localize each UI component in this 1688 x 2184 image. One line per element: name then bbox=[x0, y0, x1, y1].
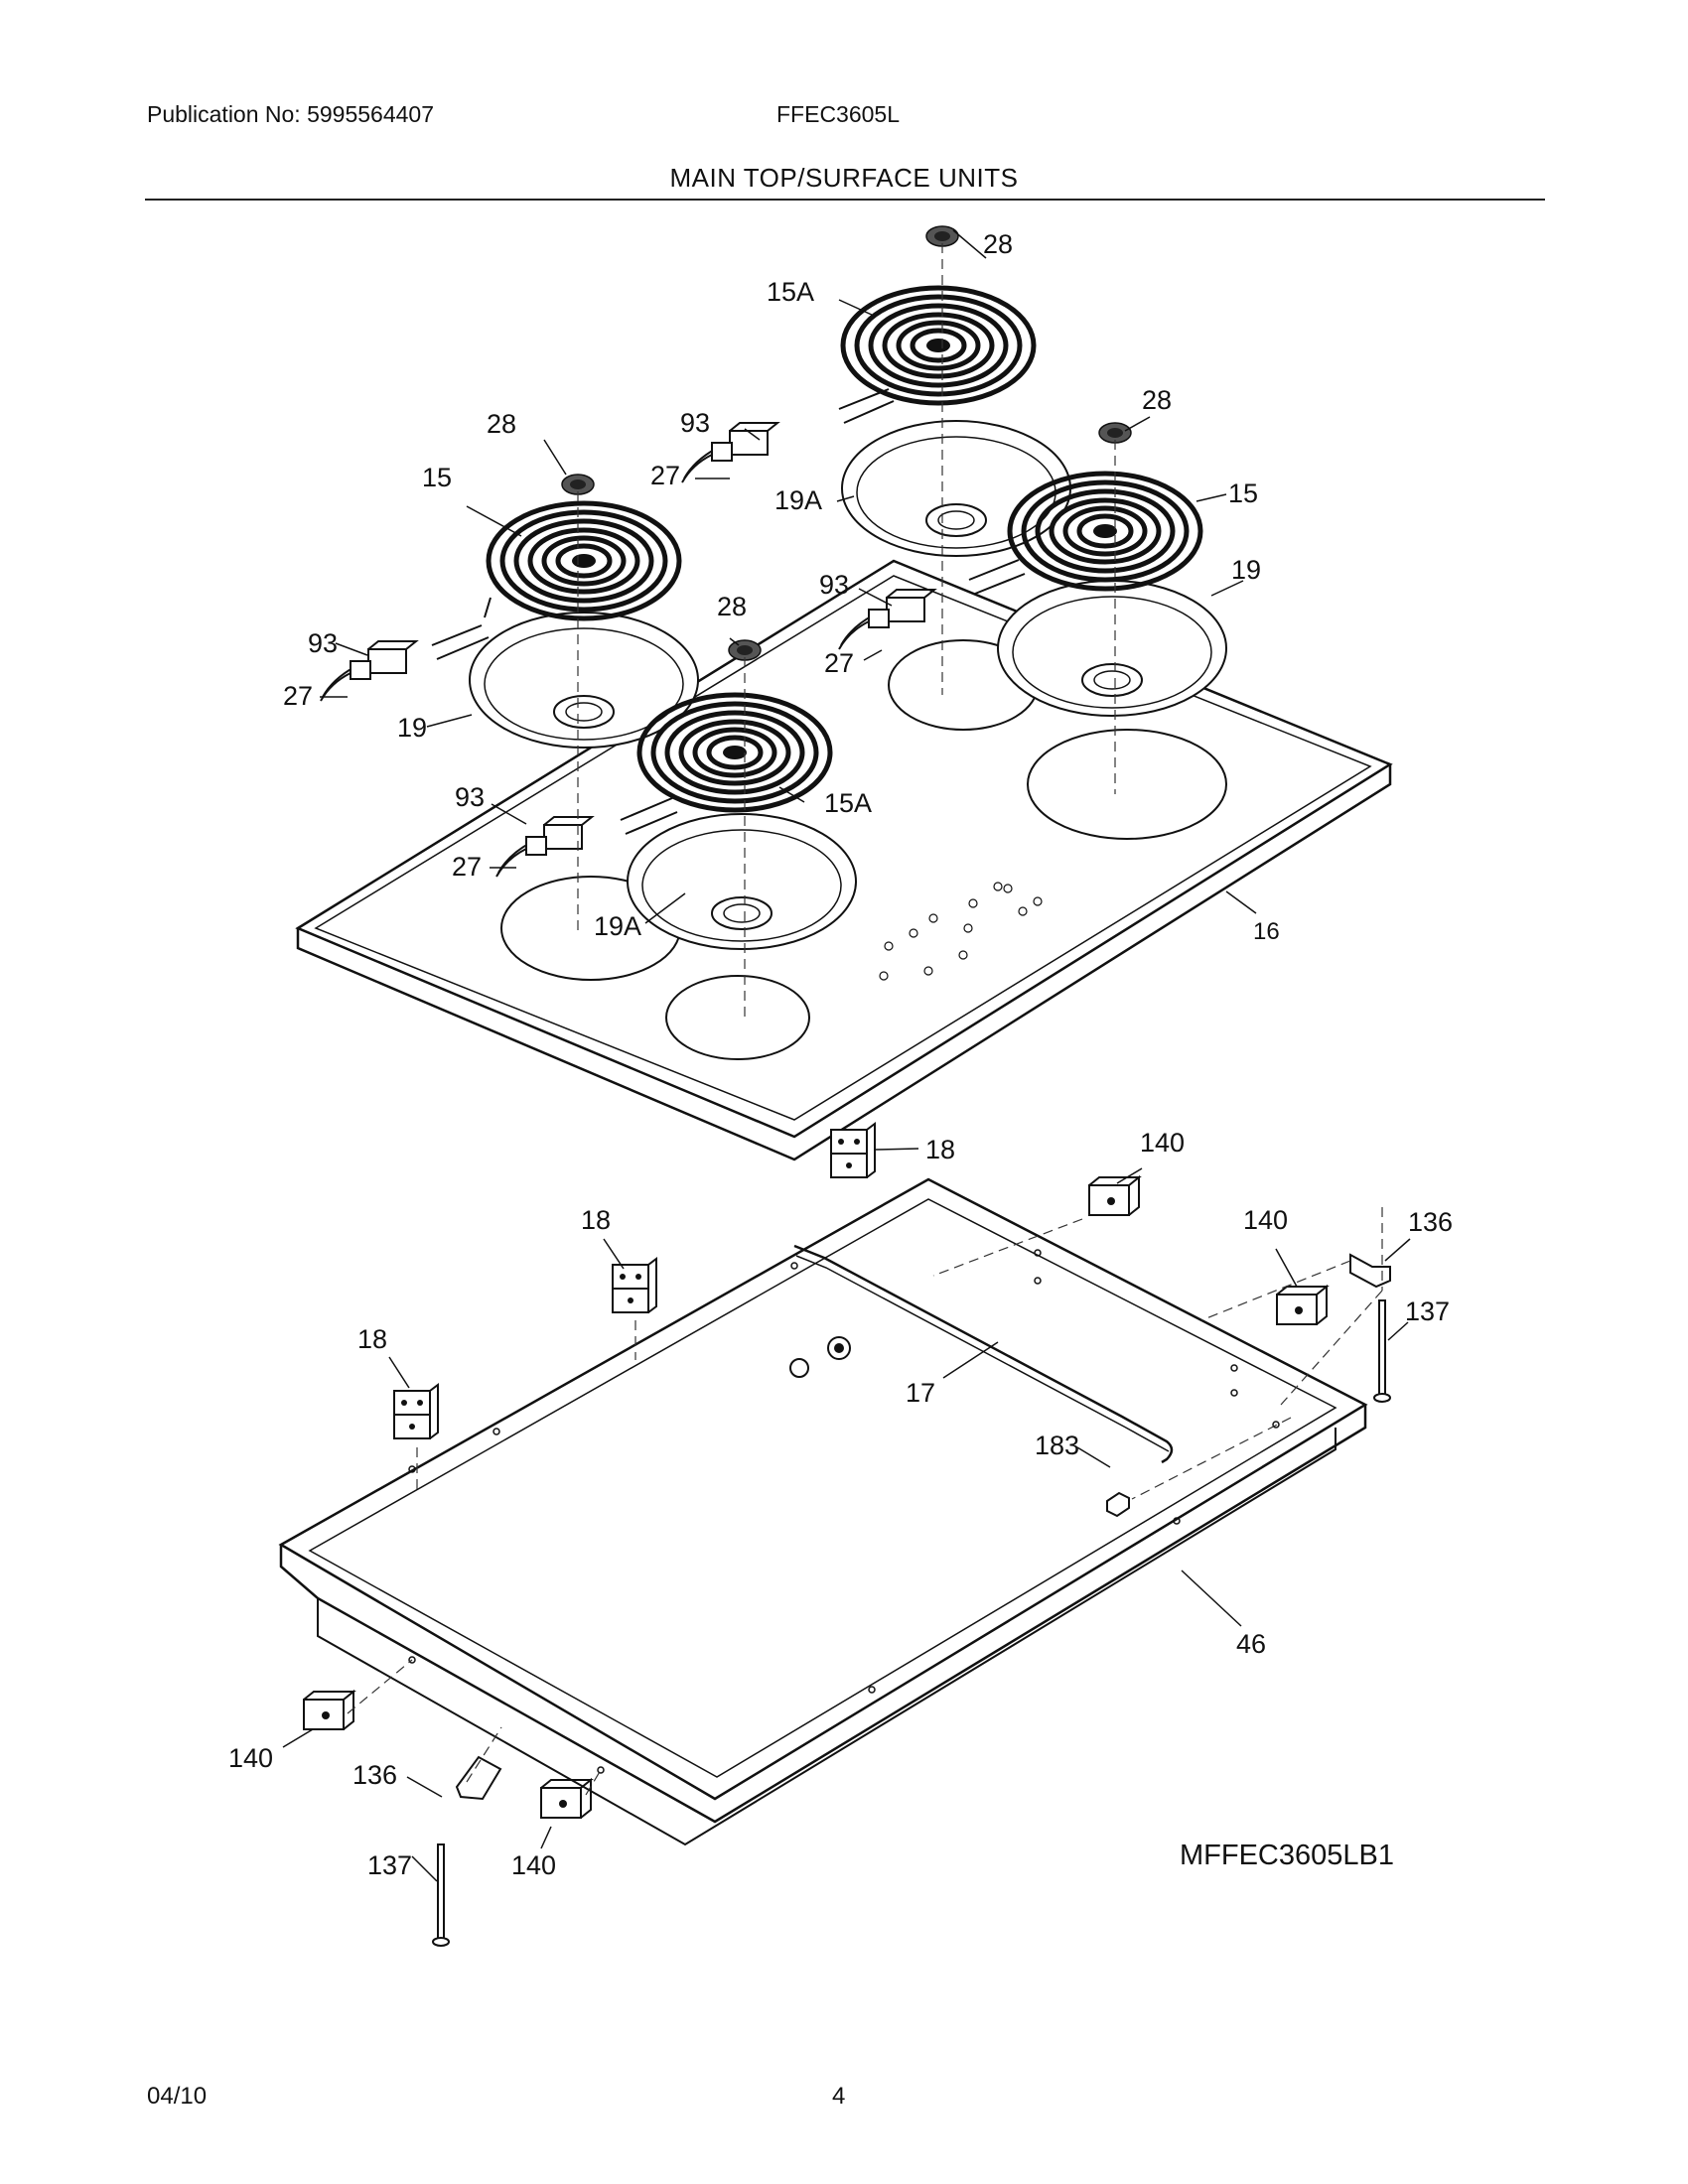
callout-19A: 19A bbox=[774, 485, 822, 515]
surface-unit-assemblies bbox=[320, 225, 1227, 1023]
callout-46: 46 bbox=[1236, 1629, 1266, 1659]
callout-15: 15 bbox=[422, 463, 452, 492]
footer-date: 04/10 bbox=[147, 2083, 208, 2110]
callout-19A: 19A bbox=[594, 911, 641, 941]
callout-27: 27 bbox=[283, 681, 313, 711]
callout-28: 28 bbox=[1142, 385, 1172, 415]
callout-27: 27 bbox=[824, 648, 854, 678]
callout-28: 28 bbox=[717, 592, 747, 621]
lower-frame-assembly bbox=[278, 1123, 1391, 1947]
callout-19: 19 bbox=[397, 713, 427, 743]
callout-140: 140 bbox=[228, 1743, 273, 1773]
callout-137: 137 bbox=[367, 1850, 412, 1880]
callout-28: 28 bbox=[983, 229, 1013, 259]
diagram-image-code: MFFEC3605LB1 bbox=[1180, 1840, 1394, 1871]
callout-183: 183 bbox=[1035, 1431, 1079, 1460]
leader-lines bbox=[282, 229, 1411, 1882]
callout-137: 137 bbox=[1405, 1297, 1450, 1326]
callout-15: 15 bbox=[1228, 478, 1258, 508]
callout-140: 140 bbox=[1140, 1128, 1185, 1158]
callout-18: 18 bbox=[925, 1135, 955, 1164]
callout-93: 93 bbox=[680, 408, 710, 438]
publication-number: Publication No: 5995564407 bbox=[147, 101, 435, 127]
header-rule bbox=[145, 199, 1545, 201]
callout-19: 19 bbox=[1231, 555, 1261, 585]
callout-136: 136 bbox=[352, 1760, 397, 1790]
callout-93: 93 bbox=[455, 782, 485, 812]
callout-15A: 15A bbox=[824, 788, 872, 818]
callout-136: 136 bbox=[1408, 1207, 1453, 1237]
section-title: MAIN TOP/SURFACE UNITS bbox=[669, 163, 1019, 193]
callout-28: 28 bbox=[487, 409, 516, 439]
callout-18: 18 bbox=[581, 1205, 611, 1235]
callout-93: 93 bbox=[819, 570, 849, 600]
callout-27: 27 bbox=[650, 461, 680, 490]
model-number: FFEC3605L bbox=[776, 101, 901, 127]
page-number: 4 bbox=[832, 2083, 846, 2110]
callout-15A: 15A bbox=[767, 277, 814, 307]
callout-140: 140 bbox=[511, 1850, 556, 1880]
part-callouts: 28 15A 93 27 19A 28 28 15 15 28 19 93 27… bbox=[228, 229, 1453, 1880]
callout-17: 17 bbox=[906, 1378, 935, 1408]
callout-93: 93 bbox=[308, 628, 338, 658]
callout-16: 16 bbox=[1253, 918, 1280, 945]
callout-27: 27 bbox=[452, 852, 482, 882]
callout-18: 18 bbox=[357, 1324, 387, 1354]
callout-140: 140 bbox=[1243, 1205, 1288, 1235]
